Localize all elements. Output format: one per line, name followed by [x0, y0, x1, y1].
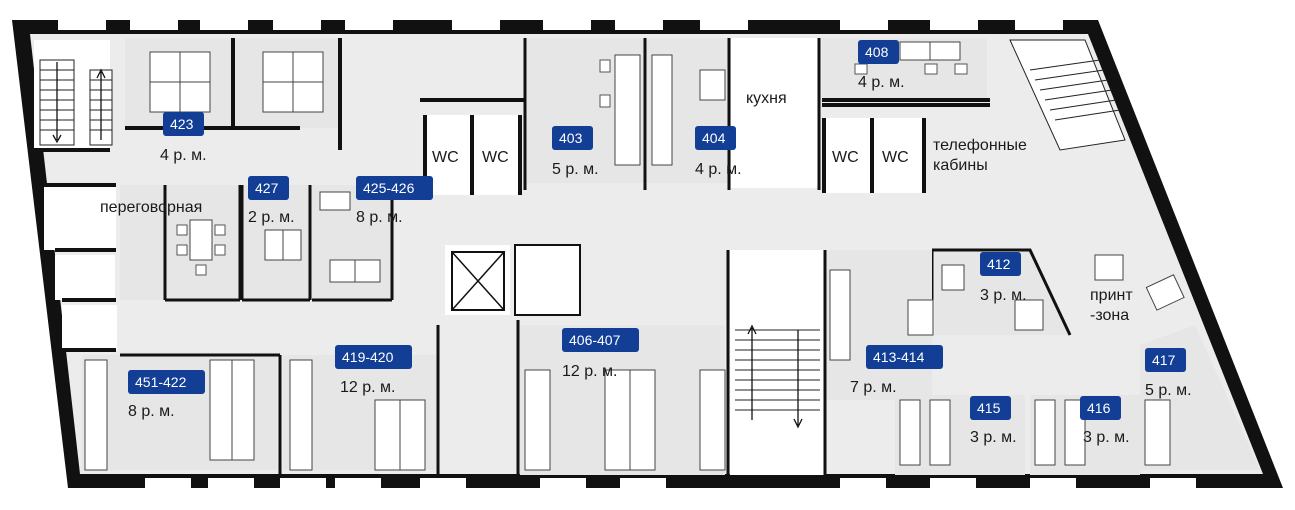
meeting-room-label: переговорная — [100, 199, 202, 216]
top-windows — [58, 20, 1063, 30]
room-capacity-406-407: 12 р. м. — [562, 363, 617, 380]
room-423 — [125, 38, 342, 150]
phone-booths-label-2: кабины — [933, 157, 988, 174]
wc-block-right — [822, 103, 990, 193]
room-capacity-403: 5 р. м. — [552, 161, 599, 178]
central-staircase — [726, 250, 827, 475]
wc-label-2: WC — [482, 149, 509, 166]
left-staircase — [39, 59, 113, 146]
room-capacity-404: 4 р. м. — [695, 161, 742, 178]
room-capacity-419-420: 12 р. м. — [340, 379, 395, 396]
room-badge-403[interactable] — [552, 126, 593, 150]
area-labels: переговорная кухня телефонные кабины при… — [100, 90, 1133, 324]
room-capacity-415: 3 р. м. — [970, 429, 1017, 446]
room-badge-412[interactable] — [980, 252, 1021, 276]
room-capacity-408: 4 р. м. — [858, 74, 905, 91]
room-number-403: 403 — [559, 130, 583, 146]
room-number-419-420: 419-420 — [342, 349, 394, 365]
room-capacity-413-414: 7 р. м. — [850, 379, 897, 396]
meeting-room — [120, 185, 242, 302]
room-badge-423[interactable] — [163, 112, 204, 136]
room-number-408: 408 — [865, 44, 889, 60]
room-capacity-425-426: 8 р. м. — [356, 209, 403, 226]
room-capacity-427: 2 р. м. — [248, 209, 295, 226]
print-zone-label-2: -зона — [1090, 307, 1129, 324]
room-number-415: 415 — [977, 400, 1001, 416]
room-badge-404[interactable] — [695, 126, 736, 150]
room-badge-415[interactable] — [970, 396, 1011, 420]
wc-block-left — [420, 98, 525, 195]
phone-booths-label-1: телефонные — [933, 137, 1027, 154]
room-badge-417[interactable] — [1145, 348, 1186, 372]
room-capacity-423: 4 р. м. — [160, 147, 207, 164]
right-staircase — [1009, 39, 1126, 151]
wc-label-4: WC — [882, 149, 909, 166]
elevator-shafts — [445, 244, 581, 316]
print-zone-label-1: принт — [1090, 287, 1133, 304]
room-badge-408[interactable] — [858, 40, 899, 64]
room-badge-427[interactable] — [248, 176, 289, 200]
wc-label-1: WC — [432, 149, 459, 166]
kitchen — [731, 38, 821, 190]
room-badge-425-426[interactable] — [356, 176, 433, 200]
room-badge-419-420[interactable] — [335, 345, 412, 369]
room-number-404: 404 — [702, 130, 726, 146]
room-412 — [930, 248, 1072, 336]
room-badge-451-422[interactable] — [128, 370, 205, 394]
room-number-406-407: 406-407 — [569, 332, 621, 348]
room-number-427: 427 — [255, 180, 279, 196]
room-number-416: 416 — [1087, 400, 1111, 416]
kitchen-label: кухня — [746, 90, 787, 107]
room-number-417: 417 — [1152, 352, 1176, 368]
room-number-412: 412 — [987, 256, 1011, 272]
room-415 — [895, 395, 1025, 475]
room-425-426 — [312, 185, 394, 302]
room-number-423: 423 — [170, 116, 194, 132]
room-419-420 — [283, 325, 440, 475]
room-number-425-426: 425-426 — [363, 180, 415, 196]
room-badge-406-407[interactable] — [562, 328, 639, 352]
room-403 — [523, 38, 647, 190]
room-badge-413-414[interactable] — [866, 345, 943, 369]
room-number-413-414: 413-414 — [873, 349, 925, 365]
print-zone — [1094, 254, 1185, 311]
room-capacity-412: 3 р. м. — [980, 287, 1027, 304]
room-413-414 — [827, 250, 934, 400]
room-capacity-417: 5 р. м. — [1145, 382, 1192, 399]
room-408 — [822, 38, 990, 102]
room-capacity-451-422: 8 р. м. — [128, 403, 175, 420]
room-badge-416[interactable] — [1080, 396, 1121, 420]
room-427 — [240, 185, 312, 302]
wc-label-3: WC — [832, 149, 859, 166]
room-capacity-416: 3 р. м. — [1083, 429, 1130, 446]
bottom-windows — [145, 478, 1196, 488]
room-404 — [647, 38, 731, 190]
room-number-451-422: 451-422 — [135, 374, 187, 390]
room-badges: 423 4 р. м. 427 2 р. м. 425-426 8 р. м. 403 5 р… — [128, 40, 1192, 446]
